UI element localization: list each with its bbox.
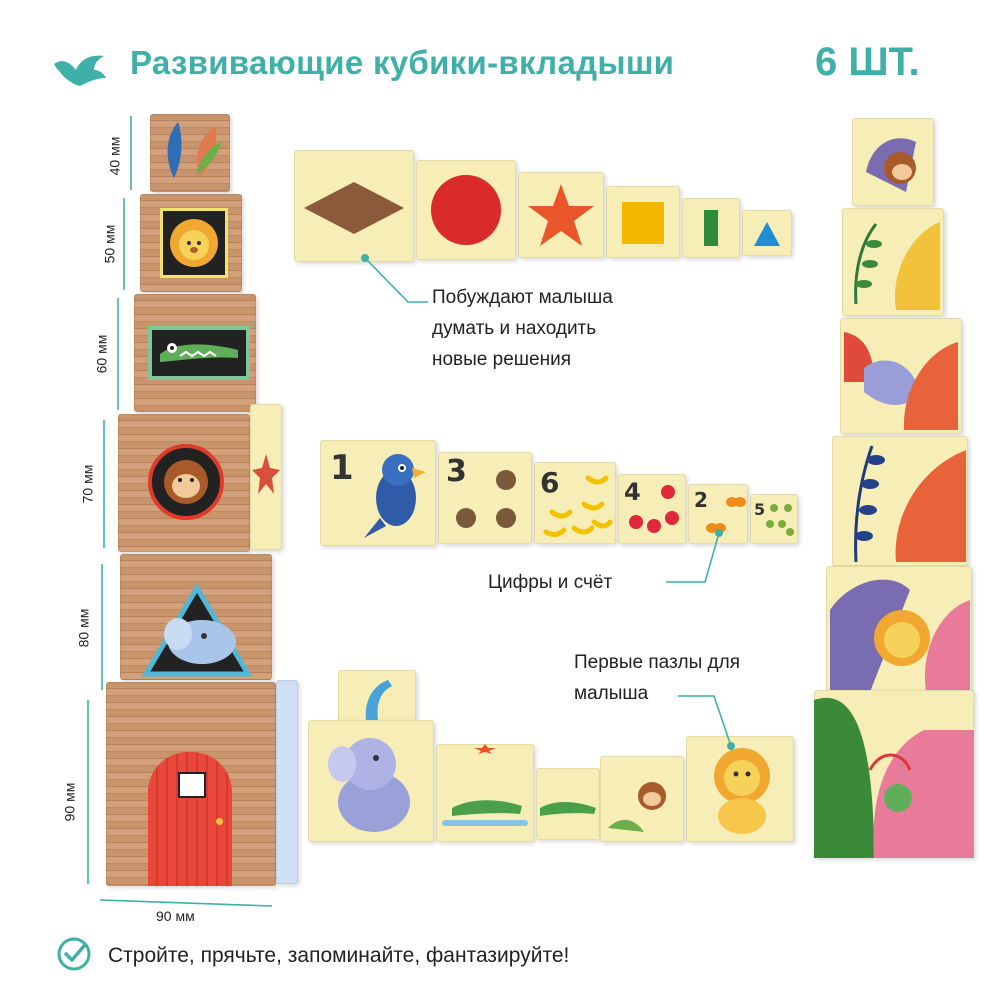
cube-90-side	[276, 680, 298, 884]
frogs-icon	[456, 470, 516, 528]
elephant-icon	[328, 738, 410, 832]
elephant-triangle-icon	[142, 584, 252, 677]
puzzle-cube-crocodile	[436, 744, 534, 842]
number-label: 1	[330, 448, 354, 488]
shape-cube-diamond	[294, 150, 414, 262]
callout-shapes-line1: Побуждают малыша	[432, 287, 613, 308]
crocodile-icon	[160, 343, 238, 362]
square-icon	[622, 202, 664, 244]
door-window	[178, 772, 206, 798]
shape-cube-square	[606, 186, 680, 258]
monkey-peek-icon	[866, 138, 916, 192]
star-top-icon	[474, 744, 496, 754]
right-cube-80	[826, 566, 972, 696]
shape-cube-triangle	[742, 210, 792, 256]
crocodile-water-icon	[442, 800, 528, 826]
number-label: 4	[624, 478, 641, 506]
cube-40	[150, 114, 230, 192]
monkey-icon	[164, 460, 208, 504]
shape-cube-circle	[416, 160, 516, 260]
number-cube-3: 3	[438, 452, 532, 544]
olives-icon	[766, 504, 794, 536]
crocodile-window	[148, 326, 250, 380]
check-circle-icon	[57, 937, 91, 971]
monkey-hanging-icon	[608, 782, 666, 832]
number-cube-1: 1	[320, 440, 436, 546]
callout-puzzles: Первые пазлы для малыша	[574, 647, 740, 709]
cube-50	[140, 194, 242, 292]
number-label: 6	[540, 466, 560, 499]
triangle-icon	[754, 222, 780, 246]
lion-hidden-icon	[830, 579, 970, 692]
door	[148, 752, 232, 886]
callout-shapes-line3: новые решения	[432, 349, 571, 370]
monkey-window	[148, 444, 224, 520]
circle-icon	[431, 175, 501, 245]
crocodile-tail-icon	[540, 802, 596, 816]
bananas-icon	[543, 475, 613, 538]
puzzle-cube-monkey	[600, 756, 684, 842]
bird-logo-icon	[54, 55, 106, 86]
right-cube-90	[814, 690, 974, 858]
shape-cube-star	[518, 172, 604, 258]
footer-slogan: Стройте, прячьте, запоминайте, фантазиру…	[108, 944, 570, 967]
leaves-icon	[167, 122, 222, 178]
number-label: 2	[694, 488, 708, 512]
cube-70	[118, 414, 250, 552]
shape-cube-rectangle	[682, 198, 740, 258]
callout-shapes: Побуждают малыша думать и находить новые…	[432, 282, 613, 375]
number-cube-6: 6	[534, 462, 616, 544]
right-cube-60	[840, 318, 962, 434]
puzzle-cube-small-top	[338, 670, 416, 726]
puzzle-cube-crocodile-tail	[536, 768, 600, 840]
callout-puzzles-line1: Первые пазлы для	[574, 652, 741, 673]
puzzle-cube-elephant	[308, 720, 434, 842]
cube-60	[134, 294, 256, 412]
right-cube-50	[842, 208, 944, 316]
lion-window	[160, 208, 228, 278]
number-label: 3	[446, 454, 467, 489]
page-title: Развивающие кубики-вкладыши	[130, 44, 675, 81]
dark-leaves-icon	[854, 445, 966, 562]
parrot-icon	[364, 454, 426, 538]
lion-sitting-icon	[714, 748, 770, 834]
callout-shapes-line2: думать и находить	[432, 318, 597, 339]
jungle-leaves-icon	[854, 222, 940, 310]
lion-icon	[170, 219, 218, 267]
puzzle-cube-lion	[686, 736, 794, 842]
right-cube-40	[852, 118, 934, 206]
callout-numbers: Цифры и счёт	[488, 572, 613, 593]
number-label: 5	[754, 500, 766, 519]
cube-70-side	[250, 404, 282, 550]
bird-leaf-icon	[844, 332, 958, 430]
number-cube-5: 5	[750, 494, 798, 544]
jungle-base-icon	[814, 697, 974, 858]
star-icon	[252, 454, 280, 494]
diamond-icon	[304, 182, 404, 234]
elephant-trunk-icon	[365, 680, 392, 720]
callout-puzzles-line2: малыша	[574, 683, 649, 704]
rectangle-icon	[704, 210, 718, 246]
set-count: 6 ШТ.	[815, 40, 920, 84]
right-cube-70	[832, 436, 968, 566]
cube-80	[120, 554, 272, 680]
balloons-icon	[629, 485, 679, 533]
door-knob	[216, 818, 223, 825]
star-shape-icon	[528, 184, 594, 246]
number-cube-4: 4	[618, 474, 686, 544]
dimension-label-width: 90 мм	[156, 908, 195, 924]
cube-90	[106, 682, 276, 886]
